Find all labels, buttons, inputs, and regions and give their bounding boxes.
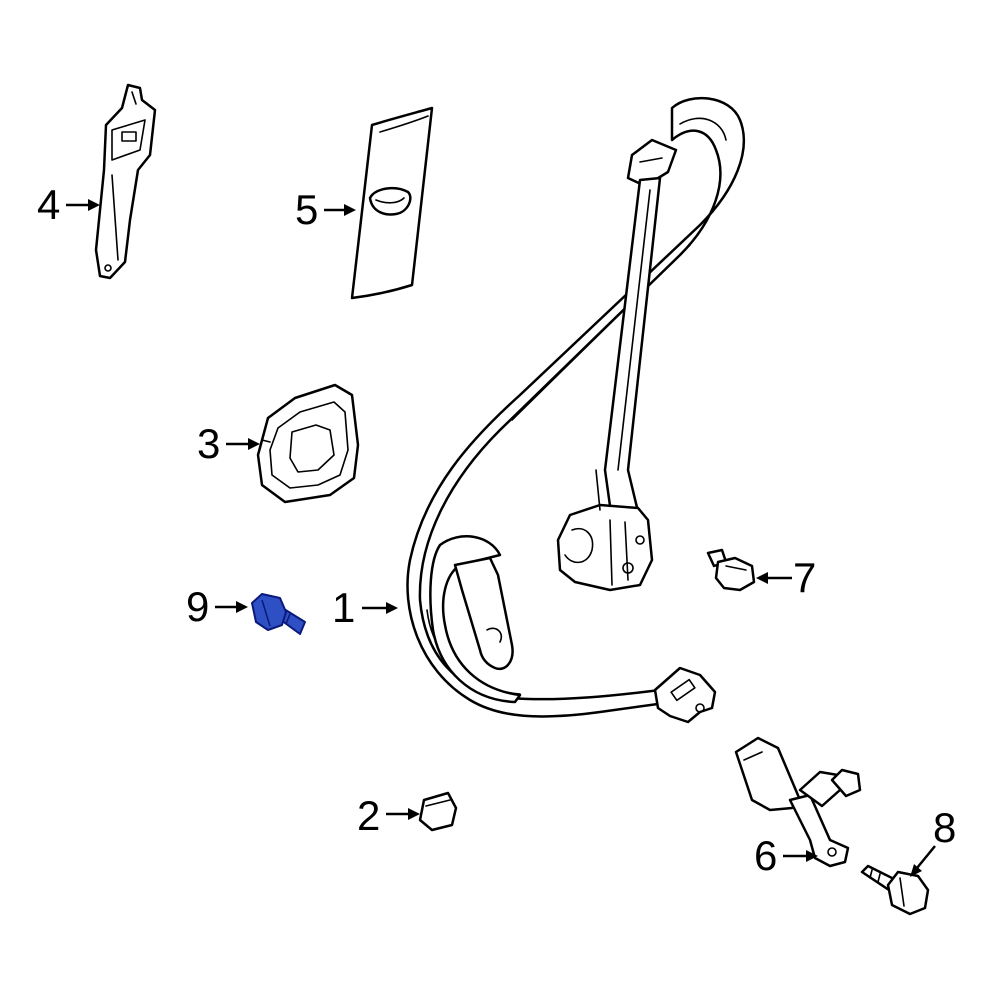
callout-7-number: 7 (793, 554, 816, 601)
callout-2-number: 2 (357, 792, 380, 839)
part-5-pillar-trim[interactable] (350, 106, 434, 300)
callout-9-number: 9 (186, 583, 209, 630)
part-2-cover-cap[interactable] (418, 791, 458, 832)
callout-2: 2 (357, 792, 420, 839)
callout-8: 8 (910, 804, 956, 877)
callout-6-number: 6 (754, 832, 777, 879)
callout-7: 7 (756, 554, 816, 601)
part-7-nut[interactable] (706, 548, 756, 592)
callout-8-number: 8 (933, 804, 956, 851)
callout-3-number: 3 (197, 420, 220, 467)
part-8-bolt[interactable] (860, 864, 930, 916)
callout-1-number: 1 (332, 584, 355, 631)
callout-5: 5 (295, 186, 356, 233)
callout-1: 1 (332, 584, 398, 631)
part-3-bezel[interactable] (256, 383, 360, 504)
callout-5-number: 5 (295, 186, 318, 233)
callout-4-number: 4 (37, 181, 60, 228)
part-4-anchor-bracket[interactable] (94, 83, 157, 280)
callout-3: 3 (197, 420, 260, 467)
part-6-buckle-assembly[interactable] (734, 736, 862, 868)
part-9-bolt-highlighted[interactable] (251, 593, 306, 635)
callout-4: 4 (37, 181, 100, 228)
part-1-seat-belt-assembly[interactable] (406, 96, 745, 724)
callout-6: 6 (754, 832, 818, 879)
callout-9: 9 (186, 583, 248, 630)
